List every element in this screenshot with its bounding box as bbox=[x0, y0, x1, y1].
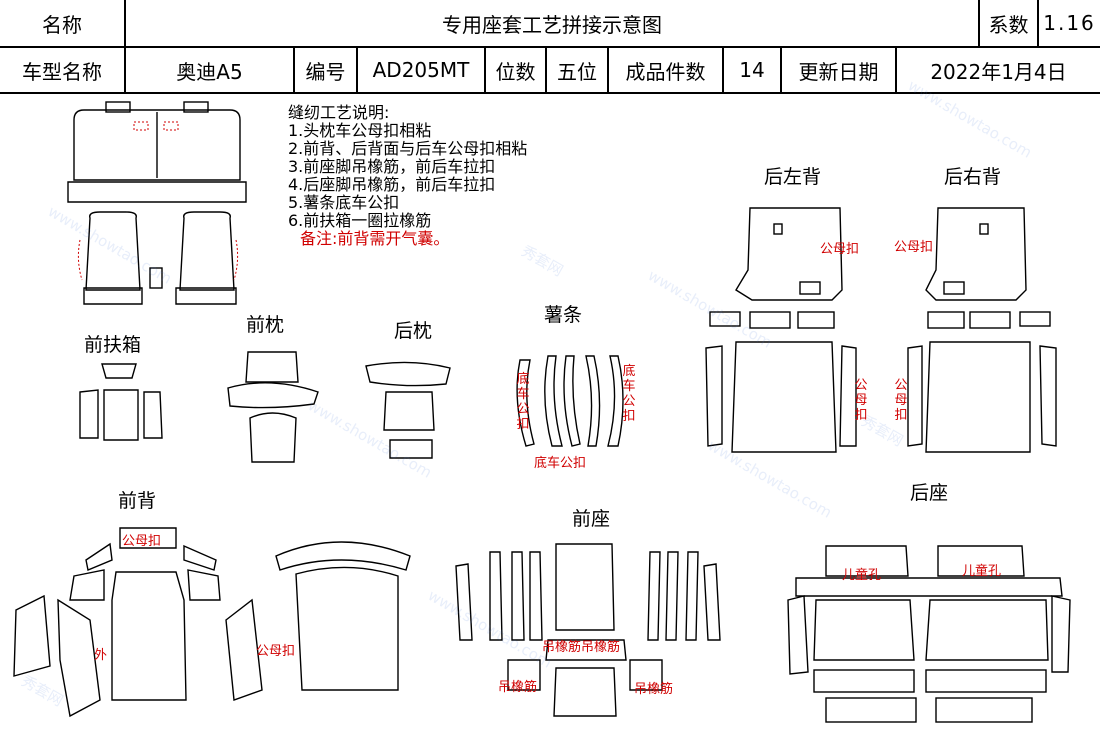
snap-annotation: 公母扣 bbox=[122, 534, 162, 549]
header-table: 名称 专用座套工艺拼接示意图 系数 1.16 车型名称 奥迪A5 编号 AD20… bbox=[0, 0, 1100, 94]
update-label: 更新日期 bbox=[798, 59, 879, 84]
front-seat-pieces bbox=[455, 543, 721, 717]
outer-annotation: 外 bbox=[94, 648, 108, 663]
section-front-seat: 前座 bbox=[572, 508, 611, 530]
pieces-label: 成品件数 bbox=[625, 59, 706, 84]
header-divider bbox=[607, 46, 609, 92]
snap-annotation-vertical: 公母扣 bbox=[854, 378, 868, 423]
section-rear-seat: 后座 bbox=[910, 482, 949, 504]
seats-value: 五位 bbox=[557, 59, 597, 84]
bottom-snap-annotation-vertical: 底车公扣 bbox=[622, 364, 636, 424]
code-label: 编号 bbox=[305, 59, 346, 84]
header-divider bbox=[124, 46, 126, 92]
child-hole-annotation: 儿童孔 bbox=[842, 568, 882, 583]
front-back-pieces bbox=[13, 527, 411, 718]
elastic-annotation: 吊橡筋吊橡筋 bbox=[542, 640, 621, 655]
pieces-value: 14 bbox=[739, 58, 765, 82]
update-value: 2022年1月4日 bbox=[930, 59, 1067, 84]
section-strips: 薯条 bbox=[544, 304, 583, 326]
pattern-drawing bbox=[13, 101, 1071, 723]
notes-title: 缝纫工艺说明: bbox=[288, 103, 390, 122]
section-rear-left-back: 后左背 bbox=[764, 166, 822, 188]
coef-label: 系数 bbox=[988, 12, 1029, 37]
note-remark: 备注:前背需开气囊。 bbox=[300, 229, 450, 248]
rear-headrest-pieces bbox=[365, 361, 451, 459]
note-item: 1.头枕车公母扣相粘 bbox=[288, 121, 432, 140]
header-divider bbox=[484, 46, 486, 92]
header-divider bbox=[124, 0, 126, 46]
elastic-annotation: 吊橡筋 bbox=[634, 682, 674, 697]
name-label: 名称 bbox=[42, 12, 82, 37]
page-title: 专用座套工艺拼接示意图 bbox=[442, 12, 662, 37]
section-front-armrest: 前扶箱 bbox=[84, 334, 142, 356]
note-item: 2.前背、后背面与后车公母扣相粘 bbox=[288, 139, 528, 158]
elastic-annotation: 吊橡筋 bbox=[498, 680, 538, 695]
bottom-snap-annotation-vertical: 底车公扣 bbox=[516, 372, 530, 432]
snap-annotation-vertical: 公母扣 bbox=[894, 378, 908, 423]
section-front-headrest: 前枕 bbox=[246, 314, 285, 336]
section-rear-headrest: 后枕 bbox=[394, 320, 433, 342]
code-value: AD205MT bbox=[372, 58, 470, 82]
snap-annotation: 公母扣 bbox=[894, 240, 934, 255]
process-notes: 缝纫工艺说明: 1.头枕车公母扣相粘 2.前背、后背面与后车公母扣相粘 3.前座… bbox=[288, 104, 527, 248]
coef-value: 1.16 bbox=[1043, 11, 1096, 35]
snap-annotation: 公母扣 bbox=[256, 644, 296, 659]
front-armrest-pieces bbox=[79, 363, 163, 441]
header-divider bbox=[545, 46, 547, 92]
rear-right-back-pieces bbox=[907, 207, 1057, 453]
header-divider bbox=[978, 0, 980, 46]
header-divider bbox=[1037, 0, 1039, 46]
header-row-divider bbox=[0, 46, 1100, 48]
header-divider bbox=[293, 46, 295, 92]
rear-left-back-pieces bbox=[705, 207, 857, 453]
bottom-snap-annotation: 底车公扣 bbox=[534, 456, 587, 471]
section-front-back: 前背 bbox=[118, 490, 157, 512]
note-item: 5.薯条底车公扣 bbox=[288, 193, 400, 212]
header-divider bbox=[780, 46, 782, 92]
seats-label: 位数 bbox=[495, 59, 536, 84]
child-hole-annotation: 儿童孔 bbox=[962, 564, 1002, 579]
model-value: 奥迪A5 bbox=[176, 59, 243, 84]
note-item: 4.后座脚吊橡筋，前后车拉扣 bbox=[288, 175, 496, 194]
header-divider bbox=[722, 46, 724, 92]
note-item: 3.前座脚吊橡筋，前后车拉扣 bbox=[288, 157, 496, 176]
seat-overview-diagram bbox=[67, 101, 247, 305]
section-rear-right-back: 后右背 bbox=[944, 166, 1002, 188]
front-headrest-pieces bbox=[227, 351, 319, 463]
header-divider bbox=[895, 46, 897, 92]
header-divider bbox=[356, 46, 358, 92]
note-item: 6.前扶箱一圈拉橡筋 bbox=[288, 211, 432, 230]
strip-pieces bbox=[516, 355, 624, 447]
rear-seat-pieces bbox=[787, 545, 1071, 723]
snap-annotation: 公母扣 bbox=[820, 242, 860, 257]
model-label: 车型名称 bbox=[22, 59, 102, 84]
